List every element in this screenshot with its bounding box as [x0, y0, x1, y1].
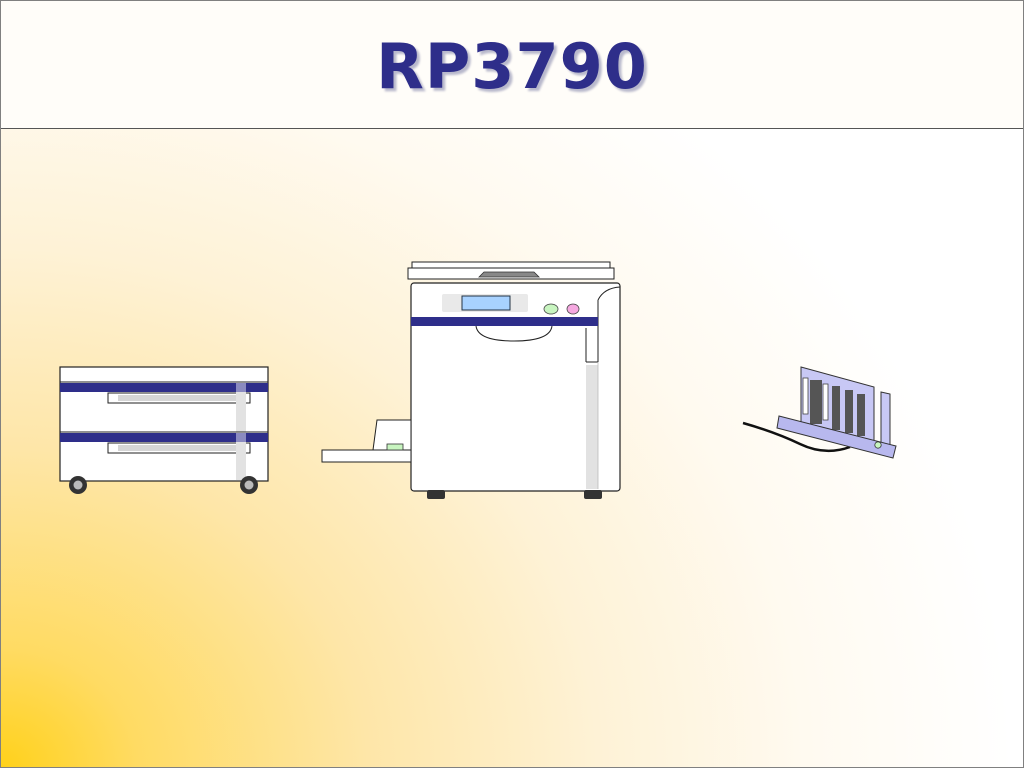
drawer-stripe: [60, 433, 268, 442]
display-panel: [461, 295, 511, 311]
paper-tray: [321, 449, 412, 463]
network-card-icon: [742, 366, 897, 459]
title-band: RP3790: [0, 0, 1024, 129]
paper-feed-cabinet-icon: [59, 366, 269, 494]
start-button-icon: [543, 303, 559, 315]
body-stripe: [411, 317, 598, 326]
cable: [742, 421, 851, 453]
slide-title: RP3790: [376, 30, 648, 103]
drawer-stripe: [60, 383, 268, 392]
stop-button-icon: [566, 303, 580, 315]
printer-main-unit-icon: [321, 261, 621, 499]
